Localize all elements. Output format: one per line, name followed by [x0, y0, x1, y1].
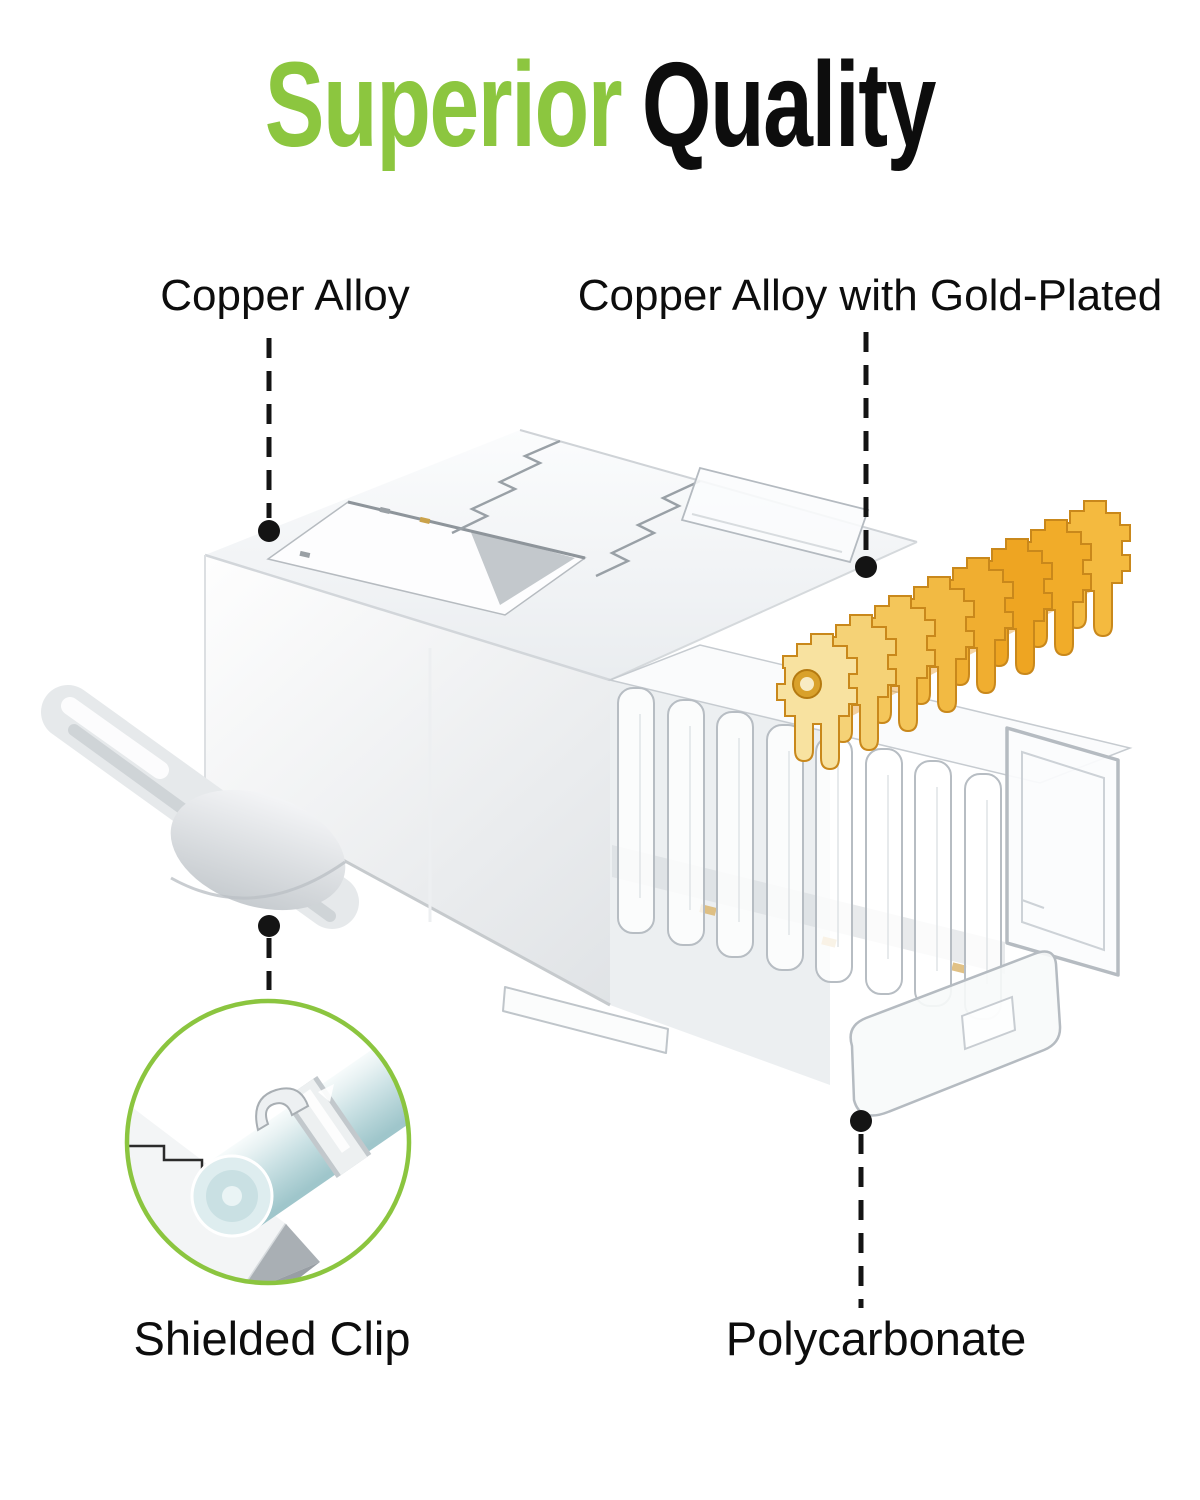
clip-claw — [255, 1087, 310, 1132]
body-ribs — [617, 687, 1002, 1020]
shield-top-opening — [266, 500, 587, 616]
leader-dots — [258, 520, 877, 1132]
strain-relief-tab — [41, 685, 359, 929]
callout-label-polycarbonate: Polycarbonate — [725, 1312, 1027, 1365]
clear-load-bar — [680, 466, 870, 564]
dot-copper-alloy — [258, 520, 280, 542]
callout-label-copper-alloy: Copper Alloy — [160, 271, 410, 320]
gold-contacts — [776, 500, 1131, 770]
latch-block-polycarbonate — [849, 950, 1062, 1117]
title-word-quality: Quality — [641, 36, 937, 172]
dot-polycarbonate — [850, 1110, 872, 1132]
clip-inset — [124, 998, 412, 1286]
callout-label-gold-plated: Copper Alloy with Gold-Plated — [577, 271, 1163, 320]
callout-label-shielded-clip: Shielded Clip — [133, 1312, 411, 1365]
dot-gold-plated — [855, 556, 877, 578]
plug-front-face — [1005, 726, 1120, 977]
dot-shielded-clip — [258, 915, 280, 937]
leader-lines — [266, 332, 869, 1308]
latch-bar — [502, 986, 669, 1054]
shield-seam-right — [595, 479, 701, 578]
shielded-clip-band — [255, 1076, 372, 1178]
tab-foot-cylinder — [170, 789, 346, 911]
inset-ring — [124, 998, 412, 1286]
title-word-superior: Superior — [264, 36, 623, 172]
shield-seam-left — [451, 439, 561, 535]
rib-highlights — [639, 714, 988, 984]
